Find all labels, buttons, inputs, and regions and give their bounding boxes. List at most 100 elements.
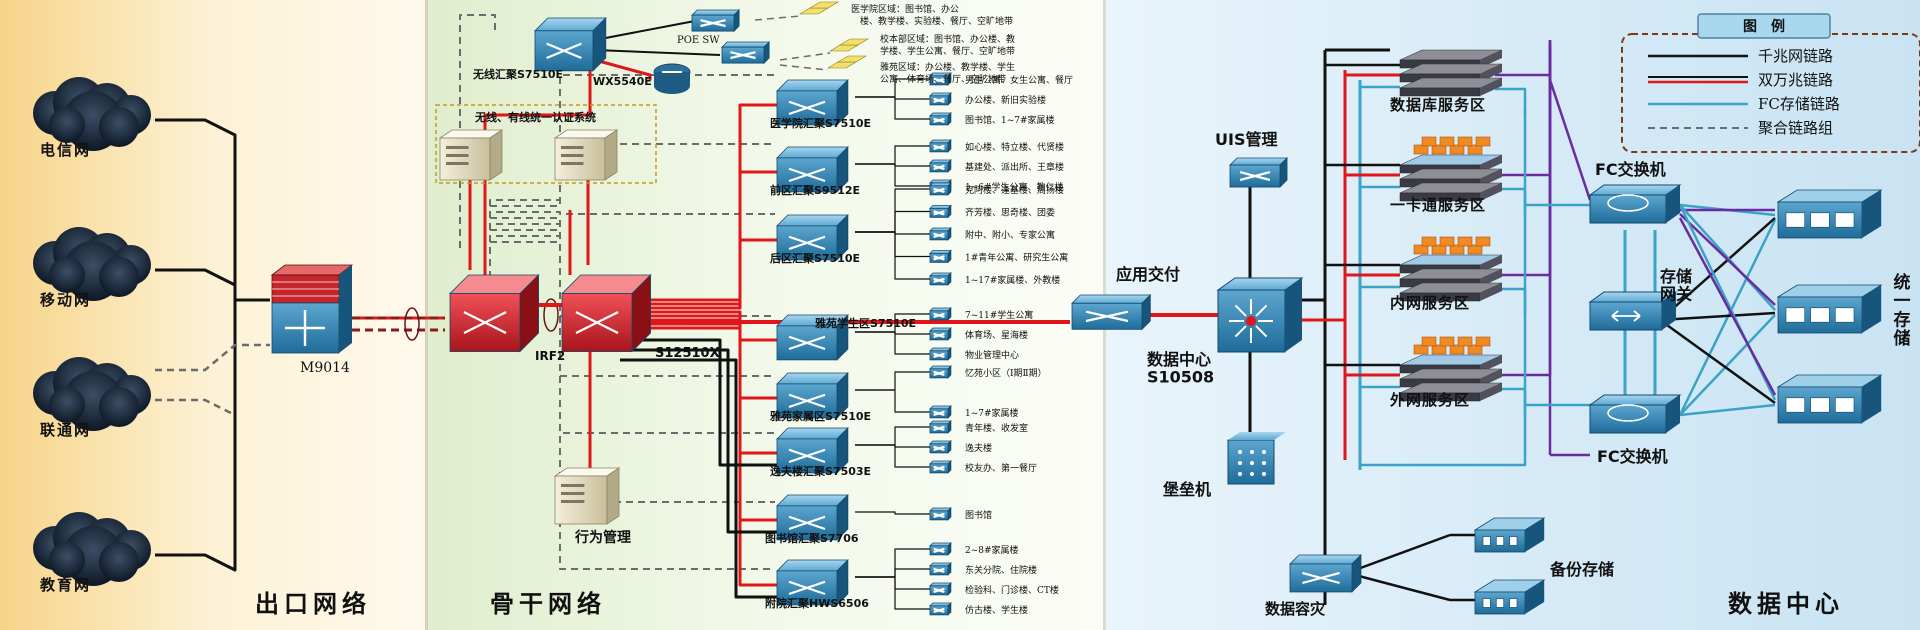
auth-server-1-icon [438,129,504,181]
zone-1-rack-icon-blade [1467,144,1483,155]
legend-label-2: FC存储链路 [1758,95,1840,113]
auth-server-1-icon-side [489,129,503,181]
agg-2-leaf-icon-0-arrows-icon [933,187,945,194]
agg-7-leaf-icon-0-arrows-icon [933,547,945,554]
dc-core-switch-icon [1216,277,1304,353]
dr-switch-icon-arrows-icon [1302,571,1340,585]
wx-bottom [654,78,690,94]
agg-0-leaf-icon-0 [929,72,952,86]
zone-3-rack-icon-blade [1413,344,1429,355]
agg-1-leaf-icon-0 [929,139,952,153]
agg-0-label: 医学院汇聚S7510E [770,116,871,130]
legend-title: 图 例 [1743,18,1785,35]
agg-1-switch-icon-arrows-icon [788,167,826,183]
adc-label: 应用交付 [1116,265,1180,284]
agg-0-item-0: 男生公寓、女生公寓、餐厅 [965,74,1073,86]
agg-7-item-3: 仿古楼、学生楼 [965,604,1028,616]
fc-switch-top-icon-front [1589,194,1667,224]
agg-6-branch-0 [855,511,930,515]
poe-switch-1-icon-top [691,9,741,16]
backup-storage-2-icon-disk [1496,598,1504,608]
uis-label: UIS管理 [1215,130,1277,149]
agg-2-leaf-icon-3 [929,249,952,264]
poe-ap-link-0 [754,15,801,21]
agg-0-leaf-icon-0-arrows-icon [933,77,945,84]
wireless-zone-2a: 雅苑区域：办公楼、教学楼、学生 [880,61,1015,73]
unified-storage-0-icon [1776,189,1883,239]
agg-4-branch-1 [855,389,930,413]
isp-2-cloud-icon-puff [49,387,85,423]
agg-4-item-1: 1~7#家属楼 [965,407,1019,419]
poe-switch-2-icon-arrows-icon [730,51,756,60]
backup-storage-1-icon-side [1525,518,1545,552]
agg-3-leaf-icon-0-top [929,307,952,312]
agg-7-leaf-icon-3-top [929,602,952,607]
uis-switch-icon-top [1229,157,1289,166]
wireless-zone-1b: 学楼、学生公寓、餐厅、空旷地带 [880,45,1015,57]
agg-0-leaf-icon-2 [929,112,952,126]
zone-1-rack-icon-tier-side [1480,183,1502,201]
agg-5-switch-icon-top [776,427,849,440]
isp-0-cloud-icon [33,77,151,151]
core-gig-1 [620,348,790,534]
zone-1-rack-icon-blade [1431,144,1447,155]
fc-switch-bottom-label: FC交换机 [1597,447,1668,466]
zone-1-rack-icon-blade [1439,136,1455,147]
agg-0-item-2: 图书馆、1~7#家属楼 [965,114,1055,126]
exit-firewall-router-icon [270,264,354,354]
agg-4-switch-icon-arrows-icon [788,393,826,409]
agg-ring-2 [543,298,559,332]
core-gig-0 [620,338,790,467]
wireless-zone-0a: 医学院区域：图书馆、办公 [851,3,959,15]
zone-3-rack-icon [1399,336,1503,402]
fc-switch-top-icon-top [1588,184,1682,196]
agg-1-item-2: 1~6#学生公寓、教仁楼 [965,181,1064,193]
isp-1-cloud-icon [33,227,151,301]
behavior-server-icon-slot [561,500,585,503]
isp-0-cloud-icon-puff [99,107,139,147]
bastion-dot [1262,450,1266,454]
zone-2-rack-icon-blade [1467,244,1483,255]
agg-7-branch-3 [855,576,930,610]
zone-0-rack-icon-tier-side [1480,78,1502,96]
agg-6-leaf-icon-0-top [929,507,952,512]
isp-1-cloud-icon-puff [99,257,139,297]
agg-1-label: 前区汇聚S9512E [770,183,860,197]
bastion-dot [1262,461,1266,465]
core-switch-label: S12510X [655,346,720,361]
agg-3-leaf-icon-2-top [929,347,952,352]
fc-switch-top-icon-side [1666,185,1680,223]
ap-icon-2 [826,55,868,69]
bastion-top [1228,432,1286,440]
backup-storage-2-icon-disk [1509,598,1518,608]
wx-controller-icon [653,63,691,94]
agg-7-leaf-icon-2 [929,582,952,596]
agg-5-leaf-icon-2-arrows-icon [933,465,945,472]
fw-top [270,264,354,276]
agg-2-leaf-icon-2-top [929,227,952,232]
backup-storage-2-icon-side [1525,580,1545,614]
uis-switch-icon-arrows-icon [1239,171,1271,182]
agg-3-item-0: 7~11#学生公寓 [965,309,1033,321]
agg-5-leaf-icon-0-arrows-icon [933,425,945,432]
auth-server-1-icon-slot [446,146,469,149]
poe-ap-link-1 [779,52,831,61]
zone-2-rack-icon-blade [1475,236,1491,247]
agg-7-leaf-icon-0-top [929,542,952,547]
poe-switch-1-icon [691,9,741,33]
unified-storage-1-icon-disk [1810,307,1830,323]
zone-1-rack-icon-blade [1457,136,1473,147]
backup-storage-1-icon-disk [1509,536,1518,546]
agg-5-leaf-icon-2-top [929,460,952,465]
zone-3-rack-icon-tier-side [1480,355,1502,373]
agg-4-leaf-icon-1 [929,405,952,419]
nodes-layer [33,1,1883,616]
legend-label-1: 双万兆链路 [1758,71,1833,89]
agg-3-leaf-icon-1-top [929,327,952,332]
dc-spoke [1234,304,1247,317]
bastion-dot [1250,450,1254,454]
zone-1-label: 一卡通服务区 [1390,196,1486,214]
agg-1-leaf-icon-1 [929,159,952,173]
